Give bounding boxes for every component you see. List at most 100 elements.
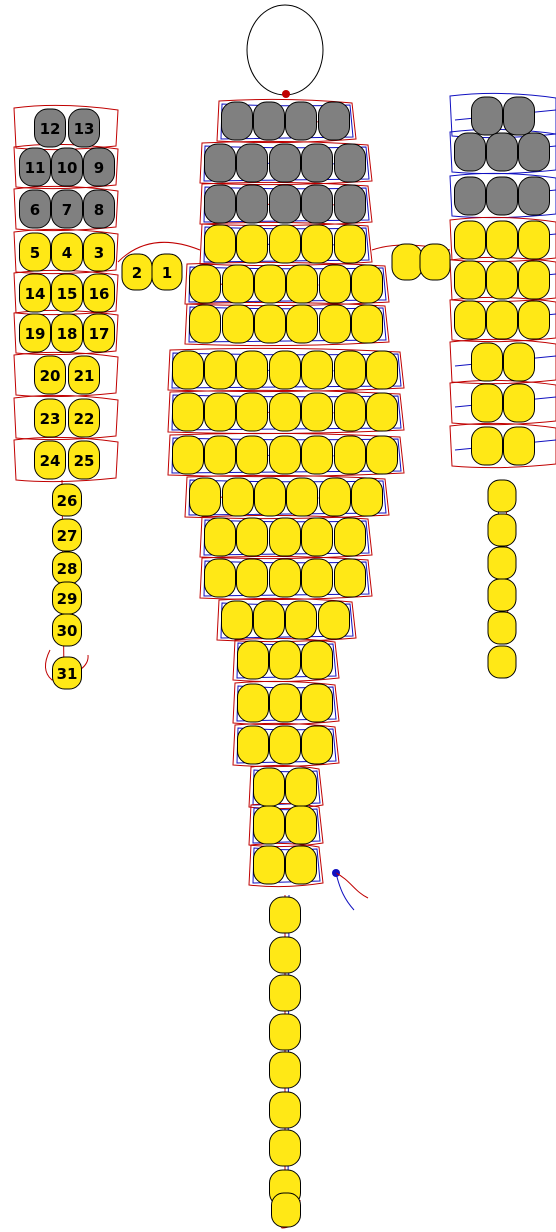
strap-knot [332,869,368,910]
yellow-bead [222,601,253,639]
yellow-bead [287,265,318,303]
yellow-bead [367,351,398,389]
yellow-bead [352,265,383,303]
yellow-bead [352,305,383,343]
strap-bead [270,1052,301,1088]
bead-number: 20 [40,367,61,385]
yellow-bead [254,601,285,639]
arm-yellow-bead [487,261,518,299]
arm-yellow-bead [472,427,503,465]
yellow-bead [205,351,236,389]
yellow-bead [237,559,268,597]
gray-bead [237,185,268,223]
arm-yellow-bead [455,301,486,339]
bead-number: 9 [94,159,104,177]
arm-yellow-bead [504,343,535,381]
bead-number: 30 [57,622,78,640]
yellow-bead [173,436,204,474]
gray-bead [302,185,333,223]
yellow-bead [270,225,301,263]
arm-strap-bead [488,480,516,512]
yellow-bead [223,265,254,303]
yellow-bead [302,726,333,764]
thread-tail [336,873,368,898]
bead-number: 12 [40,120,61,138]
gray-bead [302,144,333,182]
yellow-bead [237,518,268,556]
bead-number: 17 [89,325,110,343]
strap-bead [270,937,301,973]
yellow-bead [302,436,333,474]
yellow-bead [335,225,366,263]
arm-strap-bead [488,612,516,644]
yellow-bead [205,393,236,431]
yellow-bead [237,393,268,431]
yellow-bead [286,846,317,884]
bead-number: 29 [57,590,78,608]
bead-number: 21 [74,367,95,385]
gray-bead [222,102,253,140]
yellow-bead [270,559,301,597]
bead-number: 27 [57,527,78,545]
gray-bead [319,102,350,140]
arm-gray-bead [519,177,550,215]
gray-bead [205,185,236,223]
yellow-bead [237,225,268,263]
yellow-bead [255,265,286,303]
arm-yellow-bead [519,261,550,299]
yellow-bead [367,393,398,431]
connector-bead [420,244,450,280]
yellow-bead [255,478,286,516]
bead-number: 8 [94,201,104,219]
arm-gray-bead [487,133,518,171]
arm-yellow-bead [487,301,518,339]
yellow-bead [302,559,333,597]
bead-number: 31 [57,665,78,683]
bead-number: 23 [40,410,61,428]
bead-number: 3 [94,244,104,262]
arm-gray-bead [455,177,486,215]
yellow-bead [335,518,366,556]
strap-end-bead [272,1193,301,1227]
bead-number: 14 [25,285,46,303]
yellow-bead [286,768,317,806]
arm-strap-bead [488,547,516,579]
yellow-bead [190,305,221,343]
yellow-bead [352,478,383,516]
yellow-bead [319,601,350,639]
yellow-bead [255,305,286,343]
yellow-bead [286,601,317,639]
yellow-bead [335,393,366,431]
bead-number: 25 [74,452,95,470]
bead-number: 19 [25,325,46,343]
yellow-bead [223,305,254,343]
gray-bead [205,144,236,182]
strap-bead [270,1092,301,1128]
strap-bead [270,1130,301,1166]
arm-gray-bead [504,97,535,135]
yellow-bead [237,436,268,474]
arm-yellow-bead [455,261,486,299]
yellow-bead [223,478,254,516]
yellow-bead [287,478,318,516]
gray-bead [286,102,317,140]
yellow-bead [205,225,236,263]
yellow-bead [270,641,301,679]
bead-number: 28 [57,560,78,578]
head-knot-dot [282,90,290,98]
bead-number: 4 [62,244,72,262]
arm-yellow-bead [519,301,550,339]
head-outline [247,5,323,95]
yellow-bead [190,265,221,303]
beads-layer [20,97,550,1227]
yellow-bead [302,393,333,431]
yellow-bead [270,436,301,474]
arm-yellow-bead [504,427,535,465]
bead-number: 1 [162,264,172,282]
yellow-bead [302,225,333,263]
yellow-bead [287,305,318,343]
yellow-bead [302,351,333,389]
strap-bead [270,897,301,933]
bead-number: 5 [30,244,40,262]
